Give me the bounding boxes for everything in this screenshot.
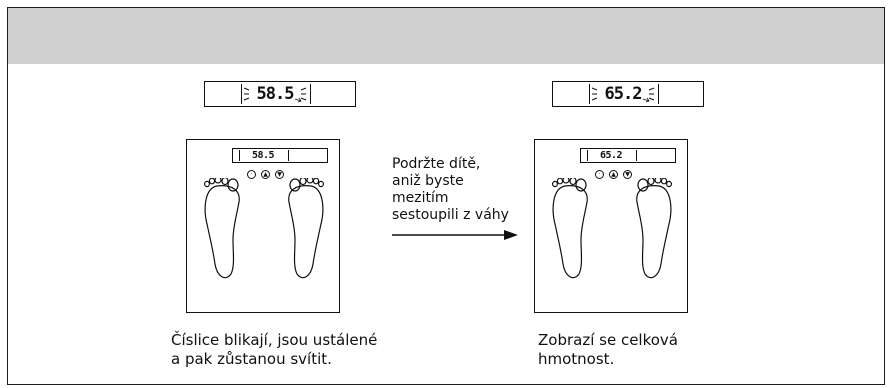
scale-display: 58.5 bbox=[232, 148, 328, 163]
display-step1: 58.5 bbox=[204, 81, 356, 107]
scale-display-window bbox=[587, 150, 637, 161]
caption-step1-line2: a pak zůstanou svítit. bbox=[171, 350, 332, 368]
scale-reading: 58.5 bbox=[251, 150, 275, 161]
footprints-icon bbox=[204, 178, 325, 279]
display-window bbox=[241, 84, 311, 104]
display-reading: 65.2 bbox=[604, 84, 643, 104]
flash-marks-icon bbox=[243, 87, 307, 103]
caption-step2-line2: hmotnost. bbox=[538, 350, 615, 368]
up-button-icon: ▲ bbox=[609, 170, 618, 179]
arrow-note-line2: aniž byste bbox=[392, 173, 464, 189]
down-button-icon: ▼ bbox=[275, 170, 284, 179]
display-window bbox=[589, 84, 659, 104]
scale-display-window bbox=[239, 150, 289, 161]
display-reading: 58.5 bbox=[256, 84, 295, 104]
up-button-icon: ▲ bbox=[261, 170, 270, 179]
caption-step1-line1: Číslice blikají, jsou ustálené bbox=[171, 331, 378, 349]
caption-step2-line1: Zobrazí se celková bbox=[538, 331, 678, 349]
set-button-icon: · bbox=[247, 170, 256, 179]
scale-display: 65.2 bbox=[580, 148, 676, 163]
flash-marks-icon bbox=[591, 87, 655, 103]
down-button-icon: ▼ bbox=[623, 170, 632, 179]
scale-step2: 65.2 · ▲ ▼ bbox=[534, 139, 688, 313]
arrow-note-line3: mezitím bbox=[392, 190, 449, 206]
right-arrow-icon bbox=[392, 230, 518, 240]
display-step2: 65.2 bbox=[552, 81, 704, 107]
footprints-icon bbox=[552, 178, 673, 279]
set-button-icon: · bbox=[595, 170, 604, 179]
scale-reading: 65.2 bbox=[599, 150, 623, 161]
scale-step1: 58.5 · ▲ ▼ bbox=[186, 139, 340, 313]
header-band bbox=[8, 8, 884, 64]
document-frame bbox=[7, 7, 885, 385]
arrow-note-line4: sestoupili z váhy bbox=[392, 207, 509, 223]
arrow-note-line1: Podržte dítě, bbox=[392, 156, 481, 172]
